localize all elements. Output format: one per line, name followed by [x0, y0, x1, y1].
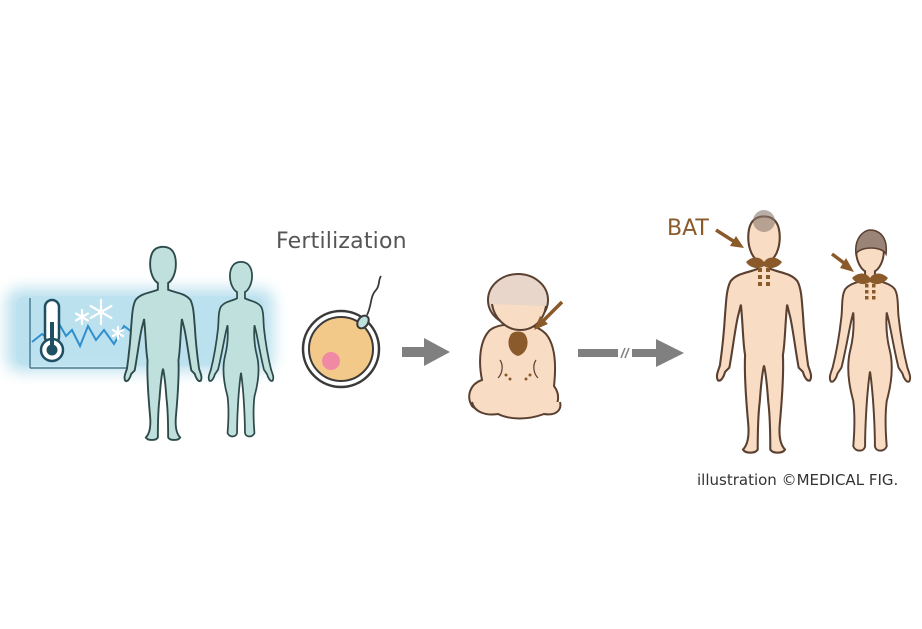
- offspring-infant-figure: [468, 273, 562, 420]
- bat-label: BAT: [667, 216, 709, 241]
- fertilization-label: Fertilization: [276, 229, 407, 254]
- parent-male-figure: [123, 245, 203, 442]
- thermometer-icon: [39, 298, 65, 363]
- snowflake-icon: [74, 298, 125, 341]
- right-arrow-icon: [402, 338, 450, 366]
- offspring-adult-female-figure: [828, 229, 912, 452]
- long-arrow-break-icon: [578, 339, 684, 367]
- egg-sperm-icon: [301, 275, 382, 389]
- bat-pointer-arrow-male: [715, 228, 744, 248]
- illustration-credit: illustration ©MEDICAL FIG.: [697, 471, 899, 489]
- bat-indicator-arrow-infant: [534, 300, 564, 330]
- bat-pointer-arrow-female: [830, 252, 854, 272]
- offspring-adult-male-figure: [715, 210, 813, 454]
